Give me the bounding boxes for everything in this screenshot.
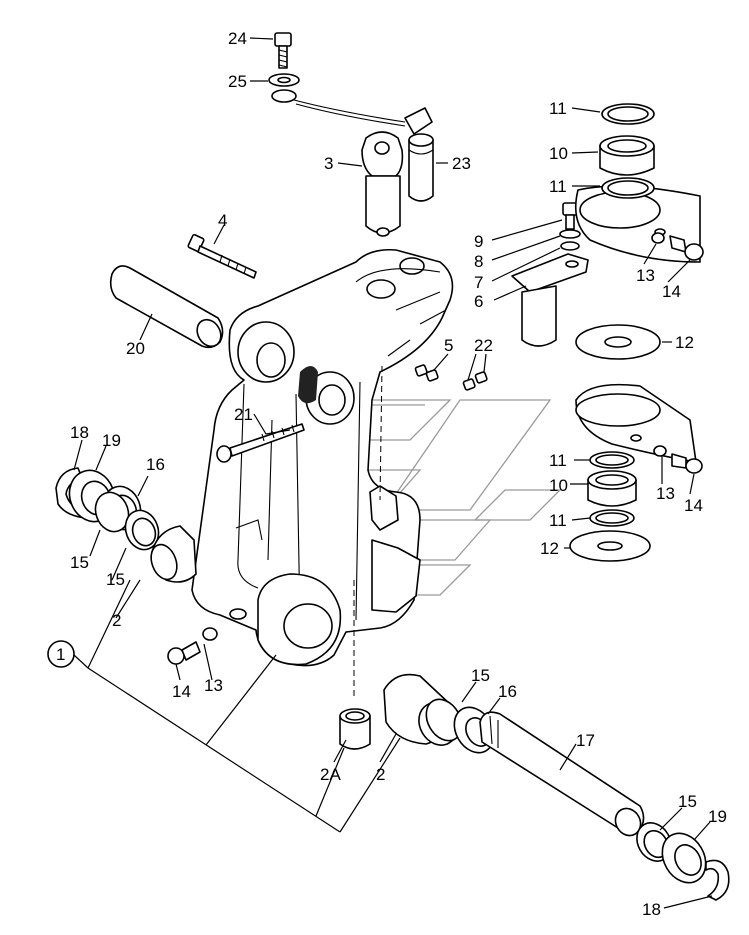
bolt-24 — [274, 32, 292, 69]
label-1: 1 — [56, 645, 65, 664]
shaft-17 — [479, 711, 645, 837]
seal-ring-11c — [589, 451, 635, 469]
washer-25 — [268, 73, 300, 87]
seal-ring-15a — [94, 491, 130, 533]
label-18-left: 18 — [70, 423, 89, 442]
bolt-9 — [562, 202, 578, 230]
bushing-10b — [587, 470, 637, 507]
washer-13a — [651, 232, 665, 244]
washer-13c — [202, 627, 218, 641]
plate-pin-6 — [511, 253, 589, 347]
label-2-left: 2 — [112, 611, 121, 630]
circlip-18b — [705, 859, 730, 901]
label-19-left: 19 — [102, 431, 121, 450]
label-4: 4 — [218, 211, 227, 230]
label-10-lower: 10 — [549, 476, 568, 495]
label-15-bottom-b: 15 — [678, 792, 697, 811]
sleeve-23 — [408, 133, 434, 202]
label-13-left: 13 — [204, 676, 223, 695]
bushing-2A — [339, 708, 371, 750]
label-16-left: 16 — [146, 455, 165, 474]
label-5: 5 — [444, 336, 453, 355]
label-22: 22 — [474, 336, 493, 355]
bolt-4 — [187, 233, 257, 279]
label-20: 20 — [126, 339, 145, 358]
washer-8 — [559, 229, 581, 239]
nut-22 — [462, 371, 488, 391]
label-9: 9 — [474, 232, 483, 251]
label-7: 7 — [474, 273, 483, 292]
label-11-mid: 11 — [549, 177, 567, 196]
label-13-upper: 13 — [636, 266, 655, 285]
label-14-left: 14 — [172, 682, 191, 701]
housing-lower — [575, 383, 697, 463]
label-2-bottom: 2 — [376, 765, 385, 784]
label-18-bottom: 18 — [642, 900, 661, 919]
label-11-lower-b: 11 — [549, 511, 567, 530]
grease-fitting-14c — [167, 641, 201, 665]
label-19-bottom: 19 — [708, 807, 727, 826]
pin-20 — [109, 265, 224, 349]
washer-7 — [560, 241, 580, 251]
label-13-lower: 13 — [656, 484, 675, 503]
callout-labels: 24 25 3 23 4 20 11 10 11 9 8 7 6 13 14 1… — [56, 29, 727, 919]
lanyard-cable — [271, 89, 433, 135]
thrust-washer-12b — [569, 530, 651, 562]
swing-frame-body — [191, 248, 454, 700]
seal-ring-11d — [589, 509, 635, 527]
seal-ring-11b — [601, 177, 655, 199]
label-6: 6 — [474, 292, 483, 311]
label-21: 21 — [234, 405, 253, 424]
washer-13b — [653, 445, 667, 457]
label-11-lower-a: 11 — [549, 451, 567, 470]
label-17: 17 — [576, 731, 595, 750]
thrust-washer-19b — [661, 832, 707, 884]
circlip-18a — [55, 467, 87, 519]
label-16-bottom: 16 — [498, 682, 517, 701]
callout-1-circle — [47, 640, 75, 668]
label-15-left-b: 15 — [106, 570, 125, 589]
label-3: 3 — [324, 154, 333, 173]
label-14-lower: 14 — [684, 496, 703, 515]
thrust-washer-12a — [575, 324, 661, 360]
bushing-2-left — [150, 525, 197, 583]
label-11-top: 11 — [549, 99, 567, 118]
label-25: 25 — [228, 72, 247, 91]
grease-fitting-14b — [671, 453, 703, 474]
pin-3 — [361, 131, 404, 237]
label-10-top: 10 — [549, 144, 568, 163]
nut-5 — [414, 364, 439, 382]
label-23: 23 — [452, 154, 471, 173]
label-8: 8 — [474, 252, 483, 271]
label-12-upper: 12 — [675, 333, 694, 352]
label-2A: 2A — [320, 765, 341, 784]
seal-ring-11a — [601, 103, 655, 125]
label-12-lower: 12 — [540, 539, 559, 558]
label-24: 24 — [228, 29, 247, 48]
label-15-bottom-a: 15 — [471, 666, 490, 685]
seal-ring-15b — [124, 509, 160, 551]
label-15-left-a: 15 — [70, 553, 89, 572]
grease-fitting-14a — [669, 235, 704, 261]
label-14-upper: 14 — [662, 282, 681, 301]
bushing-10a — [599, 135, 655, 176]
leader-lines — [73, 37, 713, 909]
